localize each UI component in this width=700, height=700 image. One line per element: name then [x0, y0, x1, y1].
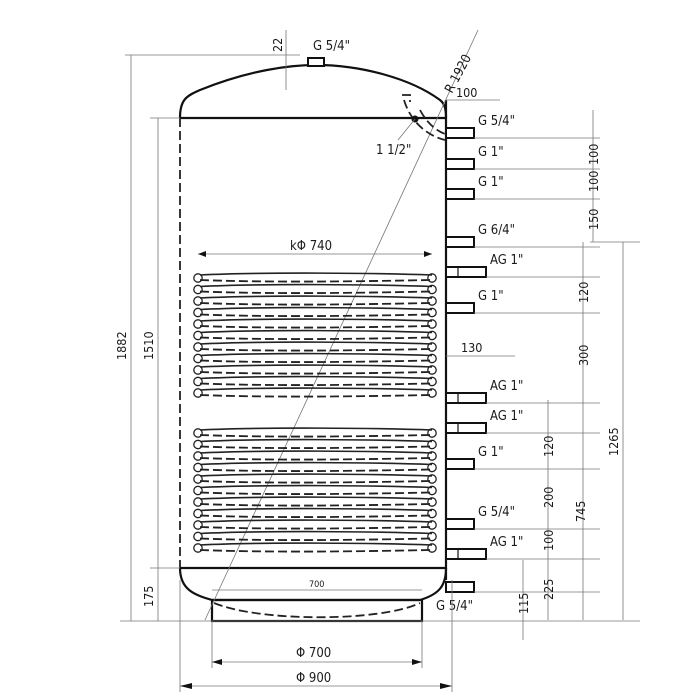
connection-label: G 5/4" — [478, 114, 515, 129]
connection-nozzle — [445, 458, 475, 470]
sensor-port: 1 1/2" — [376, 94, 449, 158]
connection-label: G 1" — [478, 175, 504, 190]
connection-nozzle — [445, 188, 475, 200]
connection-nozzle — [445, 127, 475, 139]
connection-label: G 5/4" — [436, 599, 473, 614]
coil-dimension: kΦ 740 130 — [198, 239, 515, 357]
connection-nozzle — [445, 518, 475, 530]
bottom-dimensions: 700 Φ 700 Φ 900 — [179, 580, 453, 692]
dim-115: 115 — [516, 593, 531, 614]
coil-diameter-label: kΦ 740 — [290, 239, 332, 254]
connection-nozzle — [445, 422, 487, 434]
dim-175: 175 — [141, 586, 156, 607]
dim-1510: 1510 — [141, 331, 156, 360]
sensor-port-label: 1 1/2" — [376, 143, 411, 158]
connection-nozzle — [445, 581, 475, 593]
dim-100-c: 100 — [541, 530, 556, 551]
connection-nozzle — [445, 236, 475, 248]
side-connections: G 5/4" G 1" G 1" G 6/4" AG 1" G 1" AG 1" AG 1" G… — [436, 114, 600, 614]
connection-nozzle — [445, 266, 487, 278]
dim-300: 300 — [576, 345, 591, 366]
dim-1265: 1265 — [606, 427, 621, 456]
connection-label: G 6/4" — [478, 223, 515, 238]
upper-coil — [193, 272, 437, 398]
dim-120-b: 120 — [541, 436, 556, 457]
connection-nozzle — [445, 302, 475, 314]
connection-label: G 5/4" — [478, 505, 515, 520]
connection-label: G 1" — [478, 445, 504, 460]
tank-diameter-label: Φ 900 — [296, 671, 331, 686]
dim-22: 22 — [270, 38, 285, 52]
radius-line — [204, 29, 479, 621]
dim-120-a: 120 — [576, 282, 591, 303]
connection-label: AG 1" — [490, 379, 523, 394]
connection-nozzle — [445, 158, 475, 170]
dim-745: 745 — [573, 501, 588, 522]
connection-nozzle — [445, 392, 487, 404]
dim-225: 225 — [541, 579, 556, 600]
lower-coil — [193, 427, 437, 553]
dim-100-a: 100 — [586, 144, 601, 165]
connection-label: AG 1" — [490, 535, 523, 550]
connection-label: G 1" — [478, 145, 504, 160]
dim-200: 200 — [541, 487, 556, 508]
top-connection-label: G 5/4" — [313, 39, 350, 54]
dome-offset-label: 100 — [456, 85, 477, 100]
dim-1882: 1882 — [114, 331, 129, 360]
connection-label: AG 1" — [490, 253, 523, 268]
left-dimensions: 1882 1510 175 — [114, 54, 300, 621]
base-diameter-label: Φ 700 — [296, 646, 331, 661]
coil-offset-label: 130 — [461, 340, 482, 355]
base-inner-width: 700 — [309, 580, 324, 590]
right-dimensions — [120, 110, 640, 640]
connection-label: AG 1" — [490, 409, 523, 424]
right-dimension-labels: 100 100 150 120 300 120 200 100 225 115 … — [516, 144, 621, 614]
tank-shell — [178, 57, 448, 623]
connection-nozzle — [445, 548, 487, 560]
dim-100-b: 100 — [586, 171, 601, 192]
connection-label: G 1" — [478, 289, 504, 304]
dim-150: 150 — [586, 209, 601, 230]
